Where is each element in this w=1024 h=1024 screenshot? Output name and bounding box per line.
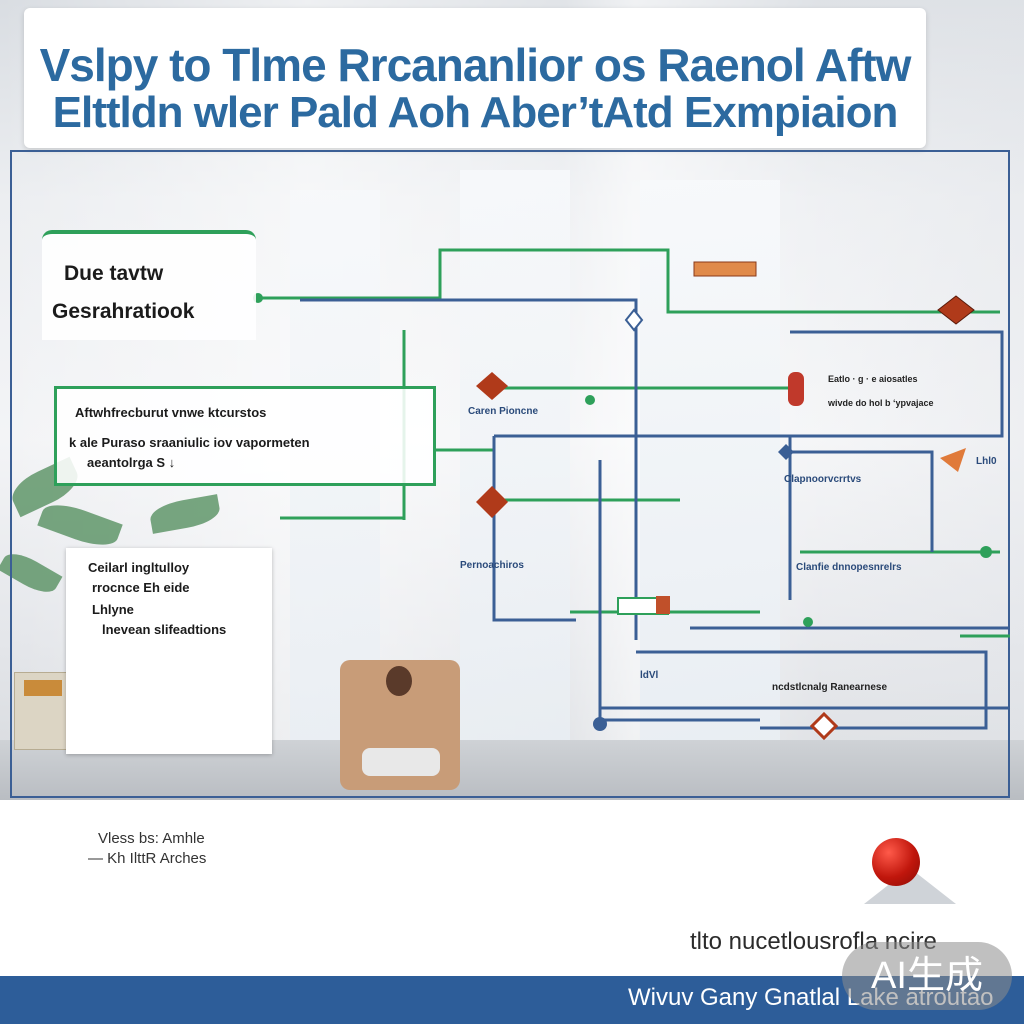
title-line-1: Vslpy to Tlme Rrcananlior os Raenol Aftw xyxy=(39,39,912,91)
blue-connector xyxy=(790,450,934,552)
bottom-note-line-2: — Kh IlttR Arches xyxy=(88,850,207,867)
orange-flag-node xyxy=(940,448,966,472)
shelf-item xyxy=(24,680,62,696)
label-right-top-1: Eatlo · g · e aiosatles xyxy=(828,374,918,384)
panel-top-left: Due tavtw Gesrahratiook xyxy=(42,230,256,340)
blue-connector xyxy=(494,434,792,600)
red-diamond-node xyxy=(476,372,508,400)
title-line-2: Elttldn wler Pald Aoh Aber’tAtd Exmpiaio… xyxy=(52,88,899,137)
panel-low-left-line-3: Lhlyne xyxy=(92,602,134,617)
blue-connector xyxy=(300,298,638,640)
label-lower-left-code: ldVl xyxy=(640,670,659,681)
panel-mid-left: Aftwhfrecburut vnwe ktcurstos k ale Pura… xyxy=(54,386,436,486)
blue-dot-node xyxy=(593,717,607,731)
panel-mid-left-line-3: aeantolrga S ↓ xyxy=(87,455,176,470)
panel-low-left: Ceilarl ingltulloy rrocnce Eh eide Lhlyn… xyxy=(66,548,272,754)
ai-generated-badge: AI生成 xyxy=(842,942,1012,1010)
person xyxy=(386,666,412,696)
chair-seat xyxy=(362,748,440,776)
location-pin-icon xyxy=(872,838,920,886)
blue-connector xyxy=(636,650,988,730)
red-diamond-node xyxy=(809,711,839,741)
bottom-note-line-1: Vless bs: Amhle xyxy=(98,830,205,847)
green-dot-node xyxy=(585,395,595,405)
red-pill-node xyxy=(788,372,804,406)
panel-top-left-line-2: Gesrahratiook xyxy=(52,300,195,323)
green-dot-node xyxy=(980,546,992,558)
title-banner: Vslpy to Tlme Rrcananlior os Raenol Aftw… xyxy=(24,8,926,148)
label-center-small: Caren Pioncne xyxy=(468,406,539,417)
label-bottom-center: ncdstlcnalg Ranearnese xyxy=(772,682,888,693)
panel-low-left-line-4: lnevean slifeadtions xyxy=(102,622,227,637)
label-mid-center: Pernoachiros xyxy=(460,560,524,571)
panel-mid-left-line-2: k ale Puraso sraaniulic iov vapormeten xyxy=(69,435,310,450)
panel-mid-left-line-1: Aftwhfrecburut vnwe ktcurstos xyxy=(75,405,267,420)
label-right-top-2: wivde do hol b ‘ypvajace xyxy=(828,398,934,408)
diagram-frame xyxy=(10,150,1010,798)
orange-connector-node xyxy=(693,261,757,277)
blue-connector xyxy=(492,436,576,622)
window-pane xyxy=(460,170,570,750)
panel-low-left-line-2: rrocnce Eh eide xyxy=(92,580,190,595)
label-far-right-tag: Lhl0 xyxy=(976,456,997,467)
green-dot-node xyxy=(803,617,813,627)
blue-diamond-node xyxy=(624,308,644,332)
connector-lines xyxy=(253,248,1010,741)
blue-diamond-node xyxy=(778,444,794,460)
label-mid-right: Clapnoorvcrrtvs xyxy=(784,474,862,485)
label-right-lower: Clanfie dnnopesnrelrs xyxy=(796,562,902,573)
orange-connector-node xyxy=(656,596,670,614)
green-connector xyxy=(438,248,1000,314)
red-diamond-node xyxy=(476,486,508,518)
blue-connector xyxy=(790,330,1004,438)
red-diamond-node xyxy=(937,295,975,325)
panel-low-left-line-1: Ceilarl ingltulloy xyxy=(88,560,190,575)
panel-top-left-line-1: Due tavtw xyxy=(64,262,164,285)
